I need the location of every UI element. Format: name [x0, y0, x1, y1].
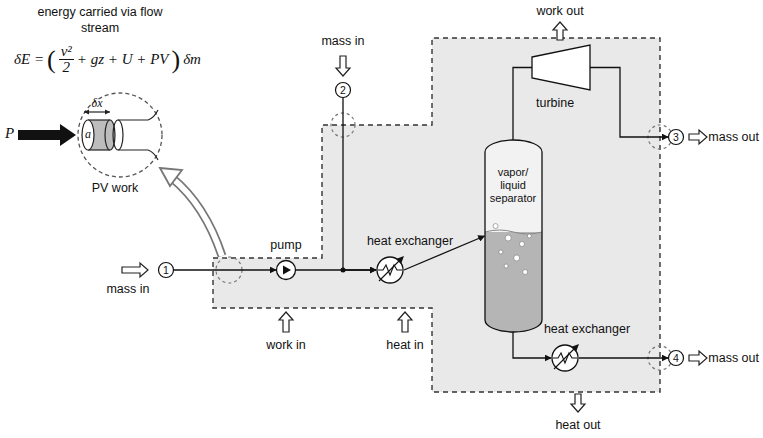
- component-label: pump: [270, 238, 301, 253]
- stream-line: [513, 68, 532, 141]
- zoom-arrow: [160, 168, 222, 256]
- equation-term: (: [47, 45, 56, 75]
- equation: δE =(v²2+ gz + U + PV)δm: [14, 44, 201, 75]
- annotation: PV work: [92, 181, 139, 196]
- flow-arrow: [689, 130, 707, 144]
- stream-number: 1: [158, 262, 174, 278]
- annotation: energy carried via flow stream: [30, 4, 170, 36]
- inset-circle: [78, 93, 162, 177]
- node-shape: [376, 256, 404, 284]
- flow-arrows: [122, 22, 707, 412]
- flow-arrow: [689, 351, 707, 365]
- flow-arrow: [336, 56, 350, 76]
- equation-term: + gz + U + PV: [77, 51, 169, 68]
- control-volume: [213, 38, 660, 392]
- callout-number: 1: [158, 262, 174, 278]
- node-shape: [276, 260, 296, 280]
- symbol-label: P: [5, 126, 14, 141]
- flow-arrow: [571, 394, 585, 412]
- stream-line: [579, 357, 668, 358]
- component-label: heat exchanger: [367, 234, 453, 249]
- component-label: vapor/ liquid separator: [490, 166, 536, 205]
- turbine-symbol: turbine: [532, 45, 590, 90]
- callout-number: 3: [668, 129, 684, 145]
- component-label: heat exchanger: [544, 322, 630, 337]
- pressure-arrow: [18, 124, 76, 146]
- heat-exchanger: heat exchanger: [376, 256, 404, 284]
- stream-line: [174, 269, 276, 270]
- separator-vessel: vapor/ liquid separator: [485, 140, 542, 332]
- symbol-label: δx: [92, 96, 103, 111]
- boundary-crossing: [216, 113, 672, 370]
- annotation: mass out: [708, 130, 759, 145]
- annotation: heat out: [555, 418, 600, 433]
- equation-term: δE =: [14, 51, 44, 68]
- callout-number: 4: [668, 350, 684, 366]
- annotation: mass out: [708, 351, 759, 366]
- stream-number: 2: [335, 82, 351, 98]
- node-shape: [532, 45, 590, 90]
- callout-number: 2: [335, 82, 351, 98]
- node-shape: [551, 344, 579, 372]
- annotation: work out: [536, 4, 583, 19]
- fraction: v²2: [59, 44, 74, 75]
- flow-arrow: [122, 263, 148, 277]
- pump-symbol: pump: [276, 260, 296, 280]
- equation-term: 2: [63, 60, 71, 75]
- flow-arrow: [398, 312, 412, 332]
- flow-arrow: [279, 312, 293, 332]
- equation-term: v²: [59, 44, 74, 60]
- component-label: turbine: [536, 96, 574, 111]
- annotation: mass in: [321, 34, 364, 49]
- equation-term: ): [171, 45, 180, 75]
- annotation: mass in: [106, 282, 149, 297]
- symbol-label: a: [85, 127, 91, 142]
- stream-line: [590, 68, 668, 138]
- stream-number: 3: [668, 129, 684, 145]
- flow-arrow: [553, 22, 567, 40]
- annotation: heat in: [386, 338, 424, 353]
- annotation: work in: [266, 338, 306, 353]
- heat-exchanger: heat exchanger: [551, 344, 579, 372]
- stream-number: 4: [668, 350, 684, 366]
- equation-term: δm: [183, 51, 201, 68]
- piston-illustration: [82, 110, 158, 161]
